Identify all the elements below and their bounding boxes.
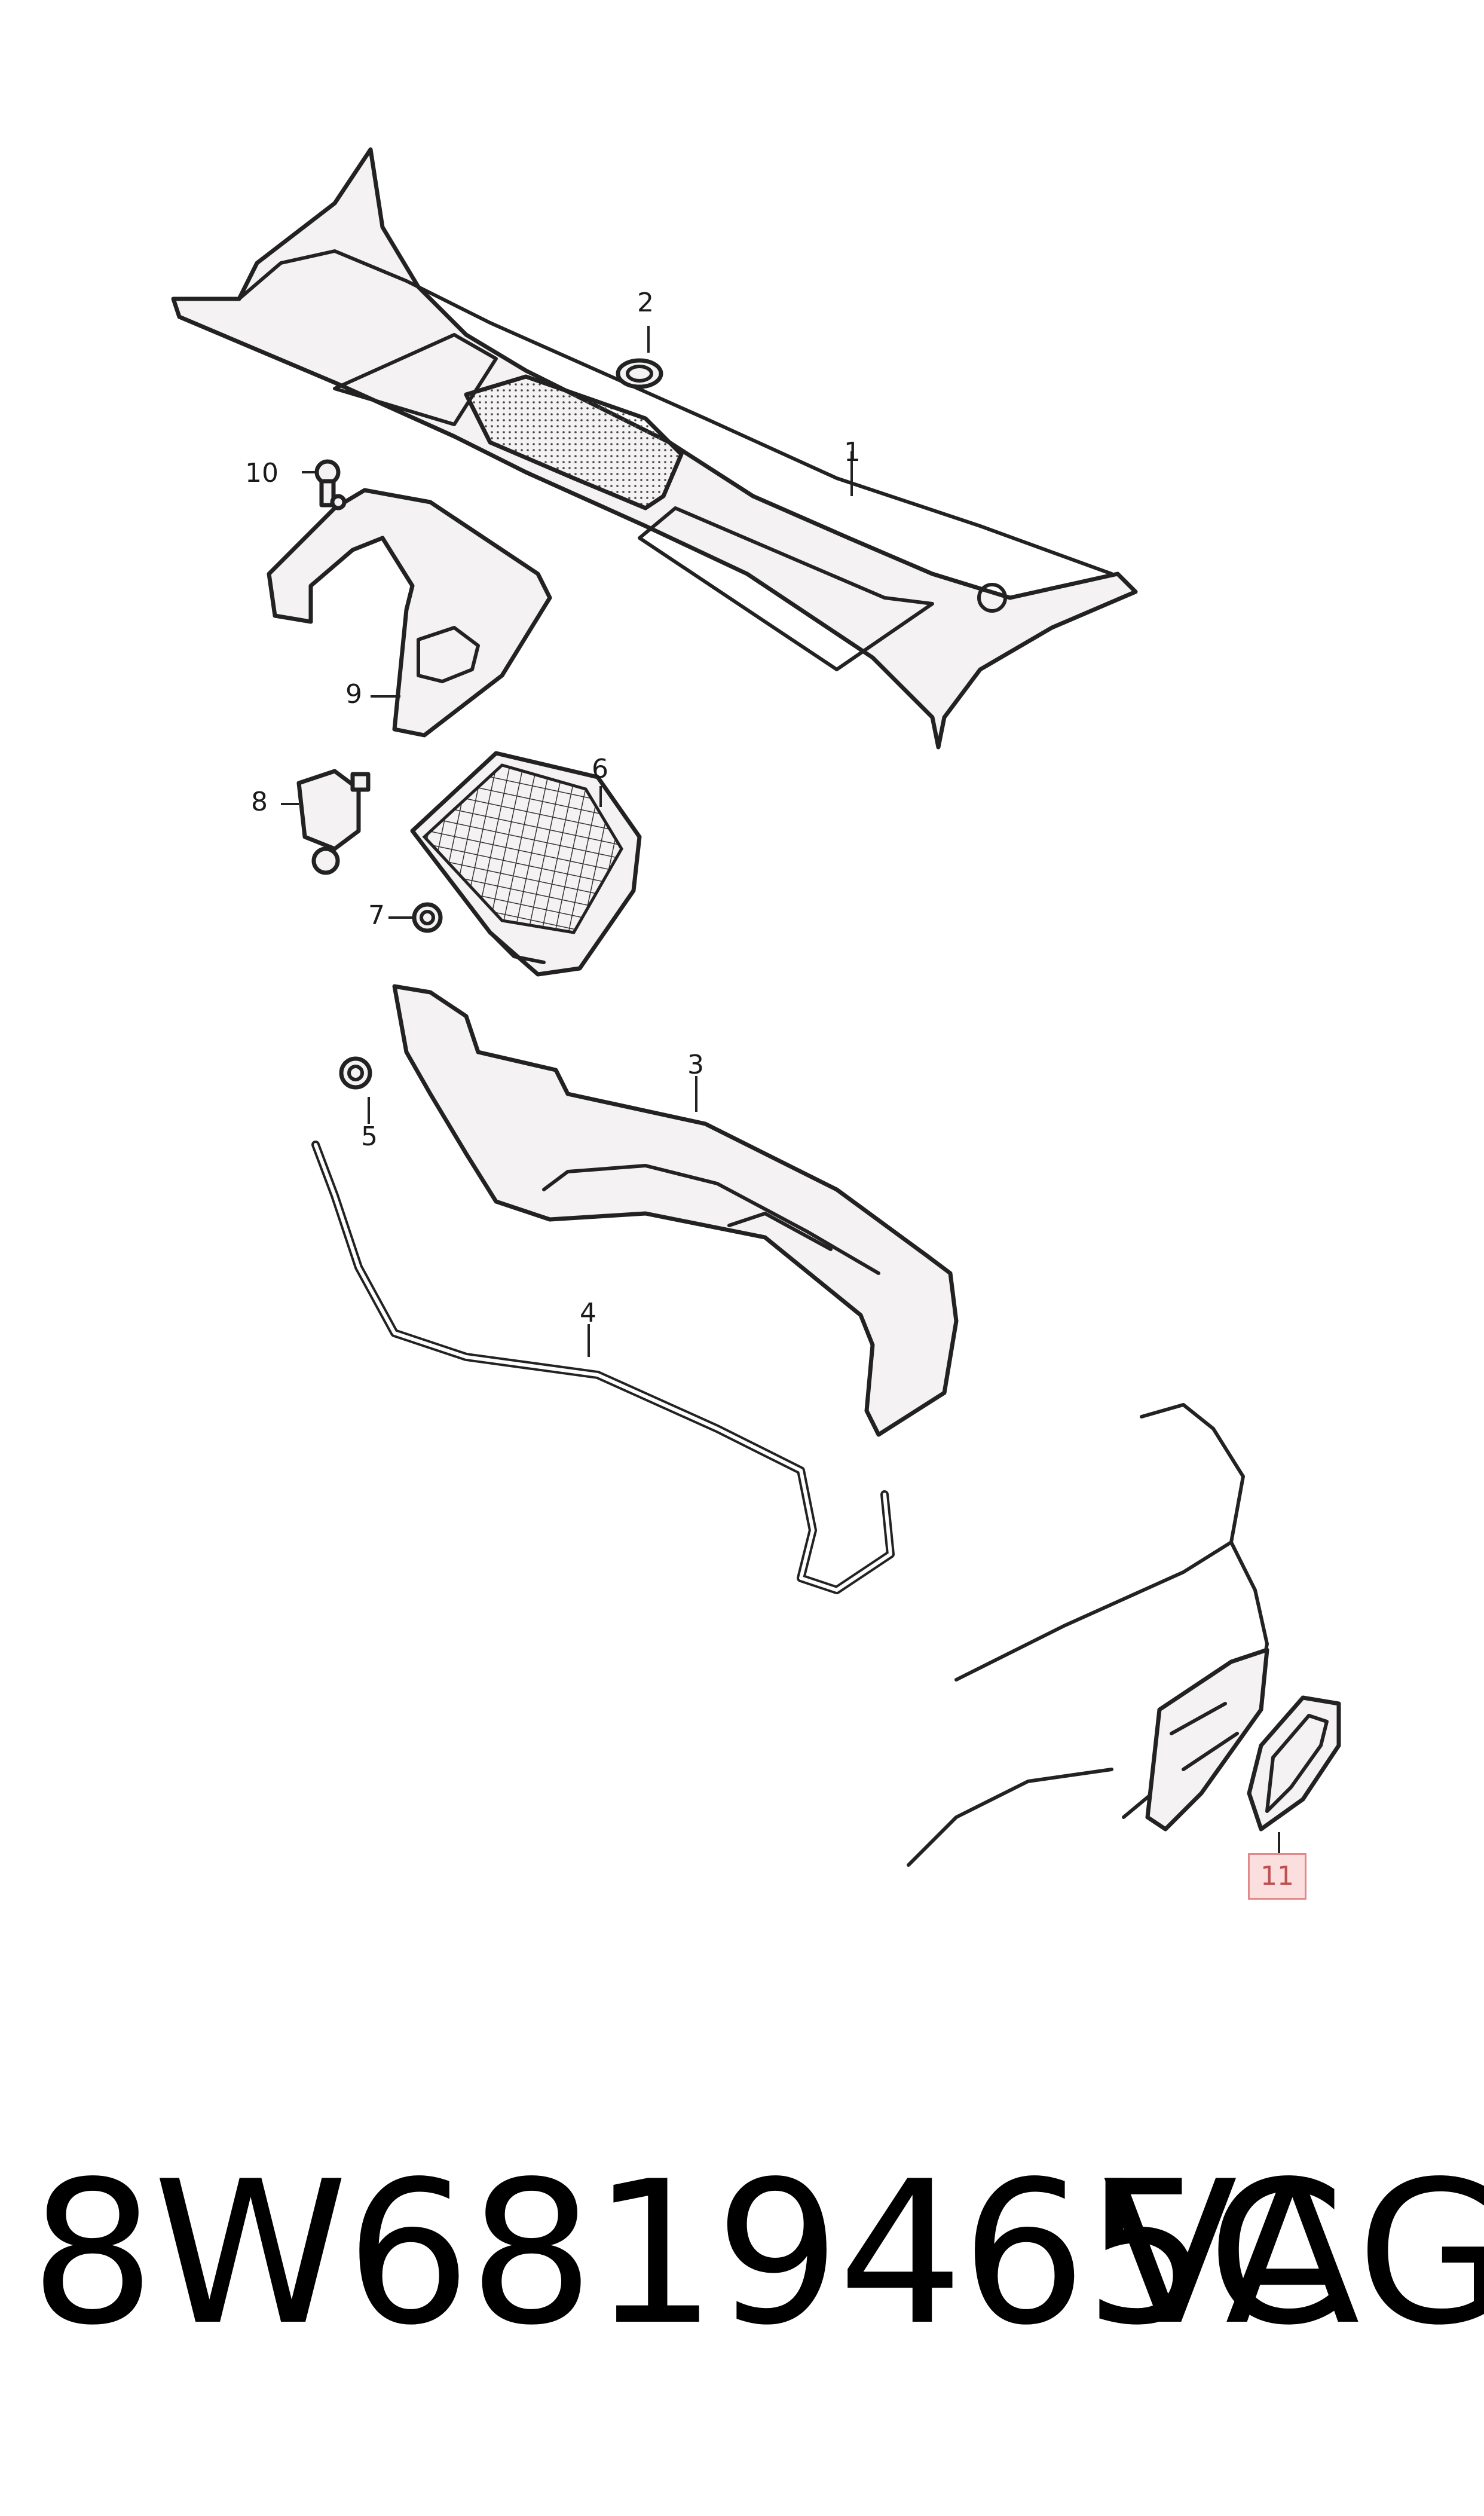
diagram-drawing [171, 147, 1341, 1867]
part-9-air-duct [267, 488, 552, 738]
callout-6: 6 [592, 754, 608, 784]
part-7-nut [412, 902, 443, 933]
callout-5: 5 [361, 1121, 378, 1152]
leader-lines [281, 326, 1280, 1853]
part-8-connector [296, 769, 371, 875]
callout-2: 2 [637, 288, 654, 318]
exploded-parts-diagram: 2 1 10 9 6 8 7 3 5 4 11 [171, 147, 1341, 1900]
part-10-bolt [314, 459, 347, 510]
part-2-grommet [616, 358, 663, 389]
part-6-grille [410, 751, 642, 977]
callout-8: 8 [251, 787, 268, 817]
part-11-housing [1247, 1695, 1341, 1832]
callout-3: 3 [687, 1050, 704, 1080]
callout-7: 7 [368, 900, 385, 931]
part-1-plenum-cover [171, 147, 1138, 750]
part-number-bar: 8W6819465C VAG [0, 2128, 1484, 2379]
part-number: 8W6819465C [30, 2139, 1345, 2368]
callout-11[interactable]: 11 [1248, 1853, 1306, 1900]
callout-9: 9 [345, 679, 362, 710]
callout-10: 10 [245, 458, 279, 488]
callout-4: 4 [580, 1298, 596, 1328]
callout-1: 1 [844, 437, 861, 467]
part-3-liner [392, 984, 959, 1437]
fender-context [907, 1403, 1269, 1867]
part-5-nut [339, 1056, 372, 1090]
brand-name: VAG [1103, 2139, 1484, 2368]
part-4-seal [311, 1141, 895, 1594]
